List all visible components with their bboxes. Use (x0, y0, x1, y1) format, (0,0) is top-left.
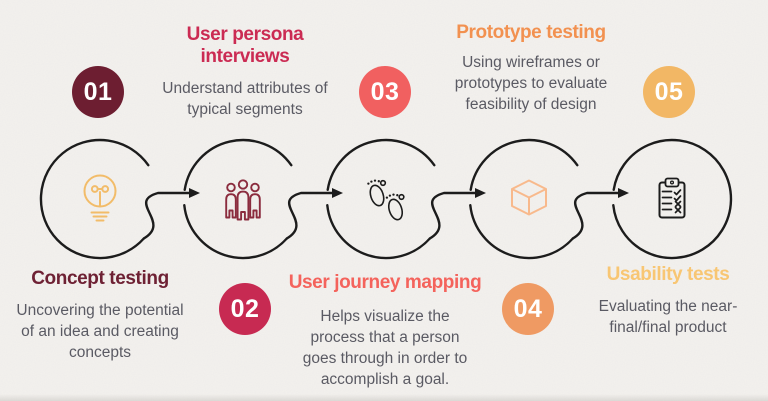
step-03-description: Helps visualize the process that a perso… (275, 306, 495, 390)
step-05-description-line: Evaluating the near- (598, 298, 738, 315)
cube-icon (511, 179, 547, 216)
step-03-description-line: accomplish a goal. (320, 371, 450, 388)
step-02-title-line: User persona (186, 24, 304, 45)
step-04-title: Prototype testing (421, 22, 641, 44)
people-group-icon (225, 179, 261, 221)
bottom-edge-shadow (0, 394, 768, 401)
step-05-description: Evaluating the near- final/final product (568, 296, 768, 338)
step-02-badge: 02 (219, 283, 271, 335)
step-01-circle (39, 138, 150, 260)
step-04-circle (469, 204, 574, 260)
step-02-title: User persona interviews (145, 24, 345, 68)
step-03-circle (326, 204, 431, 260)
lightbulb-icon (83, 174, 117, 222)
step-02-circle (183, 138, 293, 191)
step-04-title-line: Prototype testing (456, 22, 606, 43)
arrow-4-5-icon (571, 188, 629, 240)
step-02-description: Understand attributes of typical segment… (145, 78, 345, 120)
arrow-3-4-icon (428, 188, 486, 240)
step-04-badge: 04 (502, 283, 554, 335)
step-02-description-line: Understand attributes of (162, 80, 328, 97)
step-04-description: Using wireframes or prototypes to evalua… (421, 52, 641, 115)
step-03-description-line: process that a person (310, 329, 460, 346)
step-01-badge: 01 (72, 66, 124, 118)
step-01-description-line: Uncovering the potential (16, 302, 184, 319)
step-01-description-line: of an idea and creating (21, 323, 179, 340)
step-01-title-line: Concept testing (31, 268, 169, 289)
step-03-title: User journey mapping (275, 272, 495, 294)
step-05-badge: 05 (643, 66, 695, 118)
clipboard-checklist-icon (658, 177, 686, 219)
step-01-title: Concept testing (0, 268, 200, 290)
step-02-description-line: typical segments (187, 101, 303, 118)
step-03-description-line: goes through in order to (302, 350, 468, 367)
flow-outline (39, 138, 733, 260)
arrow-2-3-icon (285, 188, 343, 240)
step-03-title-line: User journey mapping (288, 272, 482, 293)
step-03-badge: 03 (359, 66, 411, 118)
footprints-icon (367, 179, 405, 221)
step-03-description-line: Helps visualize the (320, 308, 450, 325)
step-05-circle (612, 138, 733, 260)
step-05-title: Usability tests (568, 264, 768, 286)
step-01-description-line: concepts (68, 344, 132, 361)
step-02-title-line: interviews (200, 46, 290, 67)
step-04-description-line: prototypes to evaluate (454, 75, 608, 92)
step-04-description-line: feasibility of design (465, 96, 597, 113)
step-05-description-line: final/final product (609, 319, 727, 336)
arrow-1-2-icon (142, 188, 200, 240)
step-01-description: Uncovering the potential of an idea and … (0, 300, 200, 363)
step-04-description-line: Using wireframes or (462, 54, 600, 71)
step-05-title-line: Usability tests (606, 264, 730, 285)
process-flow-diagram (39, 138, 733, 260)
